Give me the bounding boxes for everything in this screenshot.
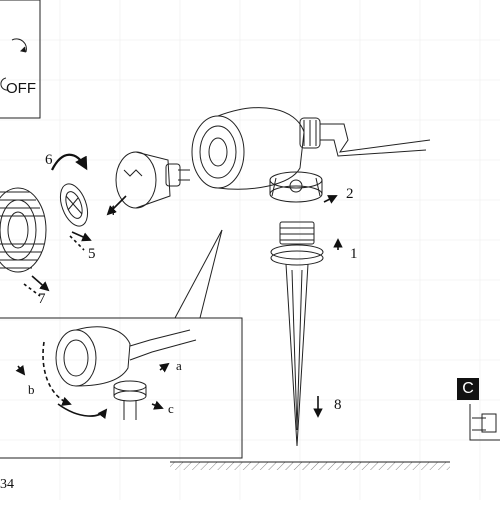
detail-inset bbox=[0, 229, 243, 459]
rotate-arrow-6 bbox=[51, 153, 88, 171]
bulb bbox=[115, 151, 190, 209]
callout-1: 1 bbox=[350, 246, 358, 262]
glass-disc bbox=[59, 183, 89, 227]
switch-off-label: OFF bbox=[6, 80, 36, 97]
lamp-head bbox=[191, 107, 431, 203]
callout-arrows bbox=[15, 195, 343, 418]
switch-inset bbox=[0, 0, 41, 119]
callout-a: a bbox=[176, 358, 182, 373]
ground-stake bbox=[270, 221, 324, 447]
callout-c: c bbox=[168, 401, 174, 416]
callout-5: 5 bbox=[88, 246, 96, 262]
callout-2: 2 bbox=[346, 186, 354, 202]
callout-7: 7 bbox=[38, 291, 46, 307]
callout-b: b bbox=[28, 382, 35, 397]
callout-6: 6 bbox=[45, 152, 53, 168]
lens-ring bbox=[0, 187, 47, 273]
panel-c-sketch bbox=[469, 404, 500, 441]
panel-c-label: C bbox=[457, 378, 479, 400]
page-number: 34 bbox=[0, 477, 14, 492]
callout-8: 8 bbox=[334, 397, 342, 413]
callout-4: 4 bbox=[108, 203, 116, 219]
ground-hatch bbox=[170, 462, 450, 470]
